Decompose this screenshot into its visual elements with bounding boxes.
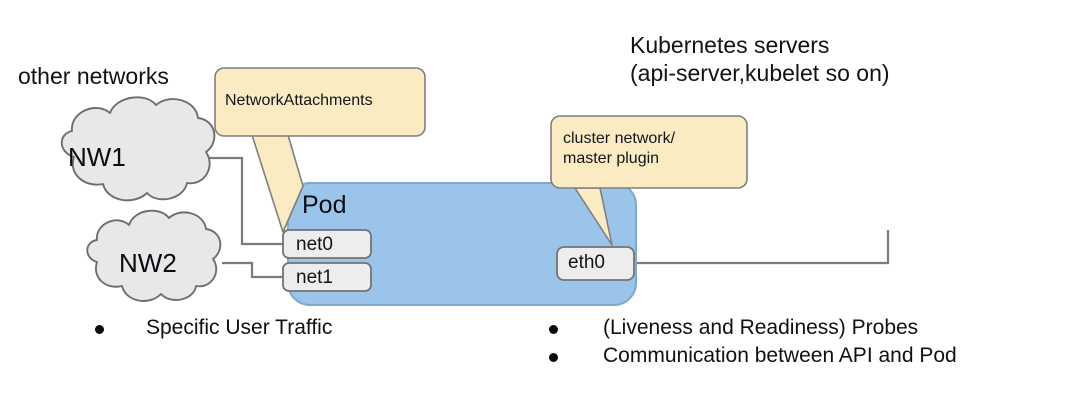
interface-label-eth0: eth0: [568, 252, 605, 273]
left-bullet-list: Specific User Traffic: [95, 316, 332, 344]
interface-boxes: [282, 229, 635, 292]
bullet-item: Communication between API and Pod: [549, 344, 957, 368]
kubernetes-servers-line2: (api-server,kubelet so on): [630, 60, 890, 87]
bullet-text: Specific User Traffic: [146, 316, 333, 339]
cluster-network-line2: master plugin: [563, 149, 660, 167]
callout-cluster-network: [550, 115, 748, 246]
bullet-text: (Liveness and Readiness) Probes: [603, 316, 919, 339]
cloud-label-nw2: NW2: [119, 248, 177, 278]
other-networks-label: other networks: [18, 63, 169, 89]
interface-box-eth0: [556, 246, 635, 281]
kubernetes-servers-label: Kubernetes servers(api-server,kubelet so…: [630, 31, 890, 87]
connector-lines: [203, 156, 890, 279]
connector-nw2-to-net1: [222, 261, 283, 279]
pod-label: Pod: [302, 191, 347, 219]
kubernetes-servers-line1: Kubernetes servers: [630, 32, 830, 58]
cloud-nw2: [86, 209, 222, 302]
cloud-label-nw1: NW1: [68, 142, 126, 172]
bullet-dot-icon: [549, 325, 558, 334]
bullet-dot-icon: [549, 353, 558, 362]
interface-box-net1: [282, 262, 372, 292]
cluster-network-line1: cluster network/: [563, 130, 676, 147]
interface-box-net0: [282, 229, 372, 259]
network-attachments-callout-label: NetworkAttachments: [225, 92, 373, 109]
bullet-text: Communication between API and Pod: [603, 344, 957, 367]
cloud-nw1: [60, 96, 216, 202]
right-bullet-list: (Liveness and Readiness) Probes Communic…: [549, 316, 957, 372]
connector-nw1-to-net0: [203, 156, 283, 246]
bullet-dot-icon: [95, 325, 104, 334]
interface-label-net1: net1: [296, 267, 333, 288]
connector-eth0-to-servers: [634, 230, 890, 265]
bullet-item: Specific User Traffic: [95, 316, 332, 340]
cluster-network-callout-label: cluster network/master plugin: [563, 129, 675, 168]
bullet-item: (Liveness and Readiness) Probes: [549, 316, 957, 340]
callout-network-attachments: [214, 67, 426, 233]
interface-label-net0: net0: [296, 234, 333, 255]
